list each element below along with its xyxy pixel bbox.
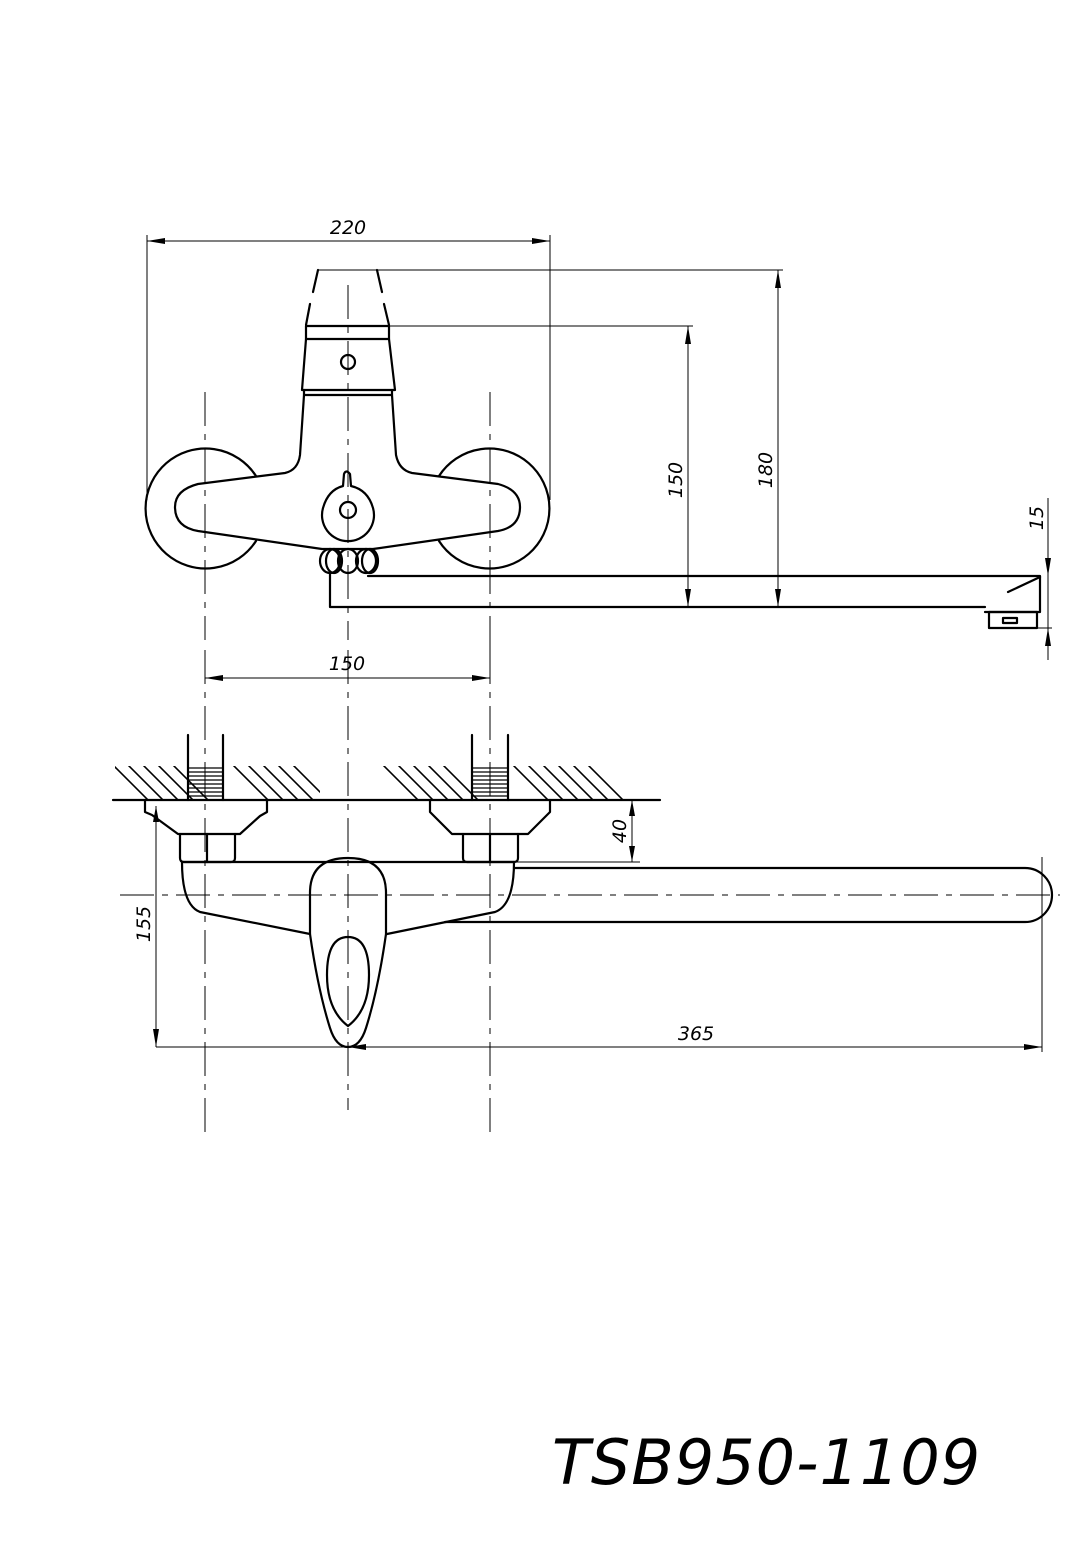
- model-number-title: TSB950-1109: [552, 1426, 981, 1499]
- front-view: 220 150 180 15: [144, 217, 1052, 660]
- dimension-150-horizontal: 150: [205, 640, 491, 681]
- dimension-155: 155: [133, 806, 159, 1047]
- dimension-365: 365: [156, 857, 1043, 1052]
- dim-label-inlet-spacing: 150: [329, 653, 365, 675]
- dimension-15: 15: [1026, 498, 1052, 660]
- dimension-150-vertical: 150: [389, 325, 693, 607]
- dim-label-overall-height: 180: [755, 452, 777, 488]
- dim-label-outlet-offset: 15: [1026, 506, 1048, 530]
- dim-label-spout-reach: 365: [678, 1023, 714, 1045]
- lever-handle: [308, 856, 388, 1049]
- dimension-180-vertical: 180: [377, 269, 783, 607]
- dim-label-body-height: 150: [665, 462, 687, 498]
- dimension-220: 220: [146, 217, 551, 500]
- dim-label-wall-offset: 40: [609, 819, 631, 843]
- dim-label-depth: 155: [133, 906, 155, 942]
- dim-label-overall-width: 220: [330, 217, 366, 239]
- inlet-pipes: [186, 733, 510, 802]
- top-view: 150: [111, 640, 1060, 1140]
- spout-top: [443, 866, 1054, 924]
- dimension-40: 40: [514, 800, 640, 863]
